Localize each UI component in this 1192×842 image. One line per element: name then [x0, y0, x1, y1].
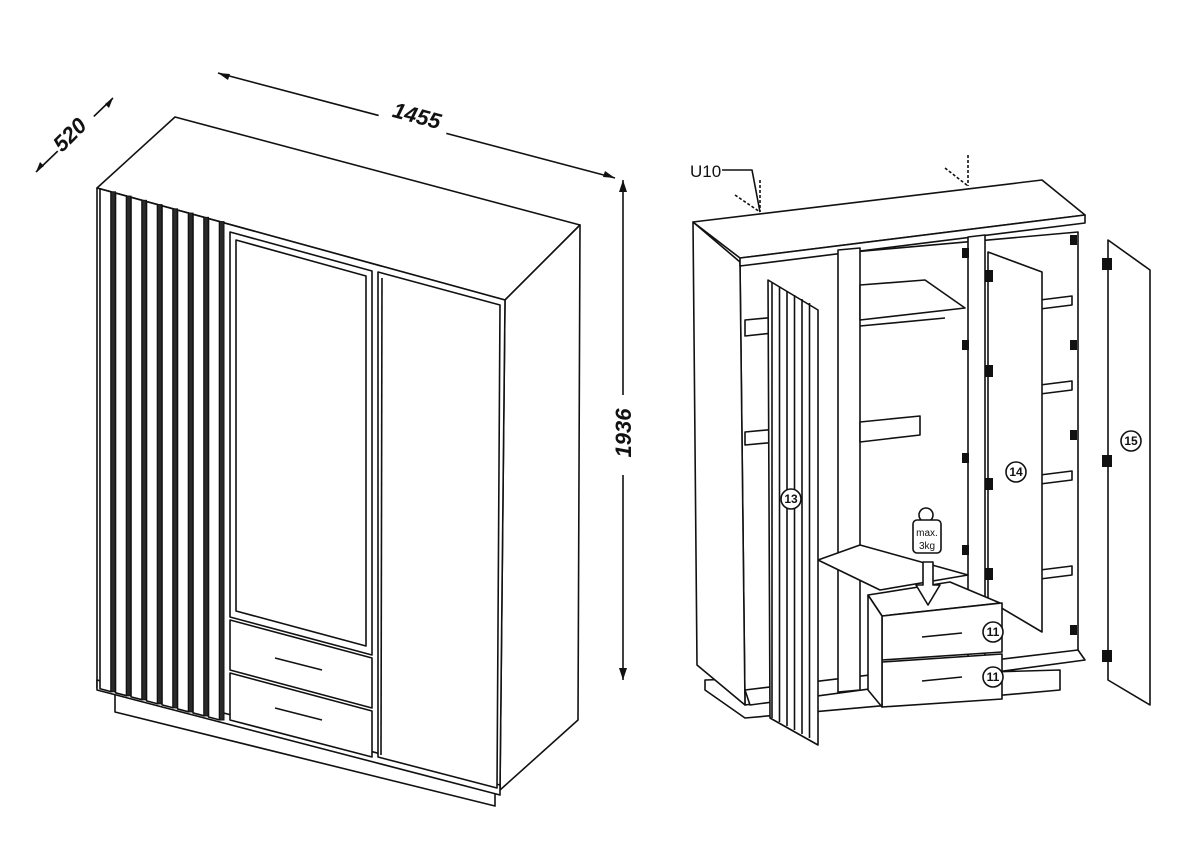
divider-left [837, 247, 861, 693]
drawer-side [867, 594, 883, 708]
right-door [377, 271, 501, 789]
closed-wardrobe [96, 116, 581, 807]
drawer-handle [274, 657, 323, 671]
slat [130, 196, 143, 701]
part-callouts: 13 14 15 11 11 [780, 430, 1142, 688]
slat [192, 213, 205, 717]
top-front-edge [739, 214, 1086, 267]
part-15-label: 15 [1124, 434, 1138, 448]
weight-label-2: 3kg [919, 541, 935, 552]
weight-limit-icon: max. 3kg [912, 507, 942, 606]
drawer-handle [921, 632, 963, 638]
fitting-label: U10 [690, 162, 721, 181]
weight-label-1: max. [916, 528, 938, 539]
slatted-door [99, 188, 225, 721]
left-side [692, 221, 746, 706]
part-11-top-label: 11 [987, 625, 1000, 639]
height-dimension: 1936 [611, 408, 636, 458]
down-arrow-icon [915, 561, 941, 606]
fitting-u10: U10 [690, 155, 969, 213]
drawer-handle [921, 676, 963, 682]
door-edge [380, 277, 383, 756]
door-panel [767, 279, 819, 746]
side-panel [499, 224, 581, 791]
mirror-door-open [987, 251, 1043, 633]
part-13-label: 13 [784, 492, 798, 506]
hanging-rail [859, 317, 946, 327]
part-14-label: 14 [1009, 465, 1023, 479]
slat [114, 192, 128, 697]
slat-gap [219, 221, 225, 721]
slat [176, 209, 190, 713]
slat [145, 200, 159, 705]
hinges [962, 235, 1112, 662]
slat [161, 205, 174, 709]
mirror-inner [235, 239, 367, 647]
slat [207, 217, 221, 721]
hat-shelf [859, 279, 966, 321]
drawer-handle [274, 707, 323, 721]
open-wardrobe: U10 max. 3kg 13 14 15 11 11 [690, 155, 1151, 746]
slatted-door-open [767, 279, 819, 746]
back-rail [859, 415, 921, 443]
slat [99, 188, 112, 693]
part-11-bottom-label: 11 [987, 670, 1000, 684]
right-door-detached [1107, 239, 1151, 706]
